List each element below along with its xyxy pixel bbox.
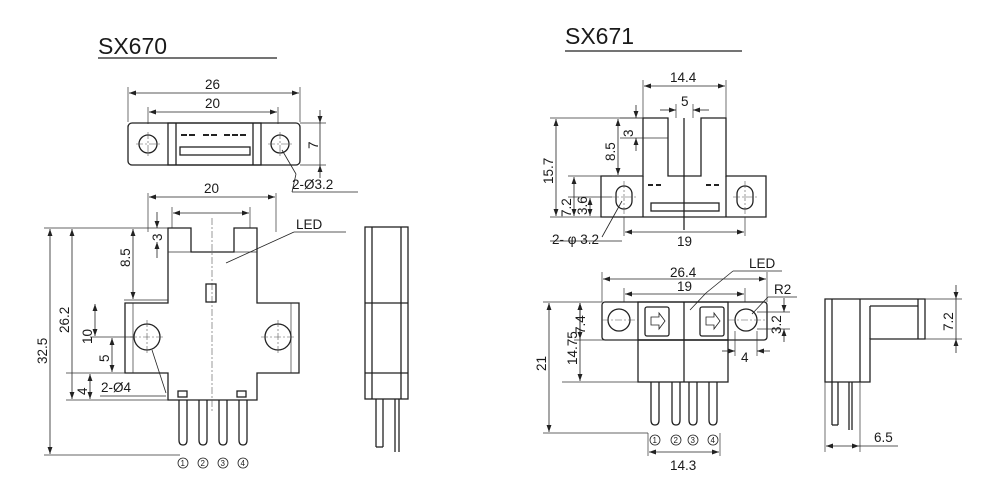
sx670-dim-26: 26	[205, 77, 220, 92]
sx671-dim-7-2b: 7.2	[941, 312, 956, 331]
sx670-dim-26-2: 26.2	[57, 307, 72, 333]
sx670-dim-20: 20	[205, 96, 220, 111]
sx671-dim-3-6: 3.6	[575, 196, 590, 215]
sx671-dim-14-4: 14.4	[670, 70, 697, 85]
sx671-dim-21: 21	[534, 356, 549, 371]
sx671-dim-8-5: 8.5	[603, 142, 618, 161]
sx670-pin-1: 1	[181, 459, 186, 468]
sx671-dim-14-3: 14.3	[670, 458, 696, 473]
sx670-dim-4: 4	[75, 387, 90, 395]
sx671-dim-7-4: 7.4	[573, 315, 588, 334]
sx670-front-view: 20 LED 3 8.5 32.5 26.2	[35, 181, 346, 469]
sx671-pin-4: 4	[711, 436, 716, 445]
sx670-dim-32-5: 32.5	[35, 338, 50, 364]
sx671-dim-5: 5	[681, 94, 689, 109]
sx671-pin-1: 1	[653, 436, 658, 445]
sx670-holes-4: 2-Ø4	[101, 380, 132, 395]
sx670-dim-20b: 20	[204, 181, 219, 196]
sx670-dim-8-5: 8.5	[118, 248, 133, 267]
sx670-drawing: SX670 26 20 7 2-Ø3.2	[35, 33, 409, 469]
sx670-top-view: 26 20 7 2-Ø3.2	[127, 77, 358, 193]
sx670-dim-5: 5	[97, 354, 112, 362]
sx670-led-label: LED	[296, 217, 323, 232]
sx671-dim-7-2: 7.2	[559, 198, 574, 217]
sx671-front-view: 26.4 19 LED R2 3.2 4	[534, 256, 797, 473]
sx671-dim-19: 19	[677, 234, 692, 249]
sx671-drawing: SX671 14.4 5 3 8.5 15.7	[534, 23, 962, 473]
sx671-title: SX671	[565, 23, 634, 49]
sx671-dim-15-7: 15.7	[541, 158, 556, 184]
sx671-side-view: 7.2 6.5	[824, 285, 962, 452]
sx671-pin-3: 3	[691, 436, 696, 445]
sx670-dim-3: 3	[150, 233, 165, 241]
sx671-top-view: 14.4 5 3 8.5 15.7 7.2 3.6	[541, 70, 767, 249]
sx671-pin-2: 2	[674, 436, 679, 445]
sx671-dim-19b: 19	[677, 279, 692, 294]
sx671-radius-r2: R2	[774, 282, 791, 297]
sx671-dim-4: 4	[741, 350, 749, 365]
sx671-holes-3-2: 2- φ 3.2	[552, 232, 599, 247]
sx670-side-view	[364, 226, 409, 452]
sx671-dim-14-75: 14.75	[565, 331, 580, 365]
sx670-dim-7: 7	[306, 141, 321, 149]
sx670-title: SX670	[98, 33, 167, 59]
sx670-holes-3-2: 2-Ø3.2	[292, 177, 333, 192]
sx671-dim-26-4: 26.4	[670, 265, 697, 280]
sx670-pin-3: 3	[221, 459, 226, 468]
sx671-dim-3: 3	[621, 129, 636, 137]
sx670-dim-10: 10	[80, 329, 95, 344]
sx671-dim-3-2: 3.2	[769, 315, 784, 334]
sx670-pin-4: 4	[241, 459, 246, 468]
sx671-led-label: LED	[749, 256, 776, 271]
sx671-dim-6-5: 6.5	[874, 430, 893, 445]
sx670-pin-2: 2	[201, 459, 206, 468]
